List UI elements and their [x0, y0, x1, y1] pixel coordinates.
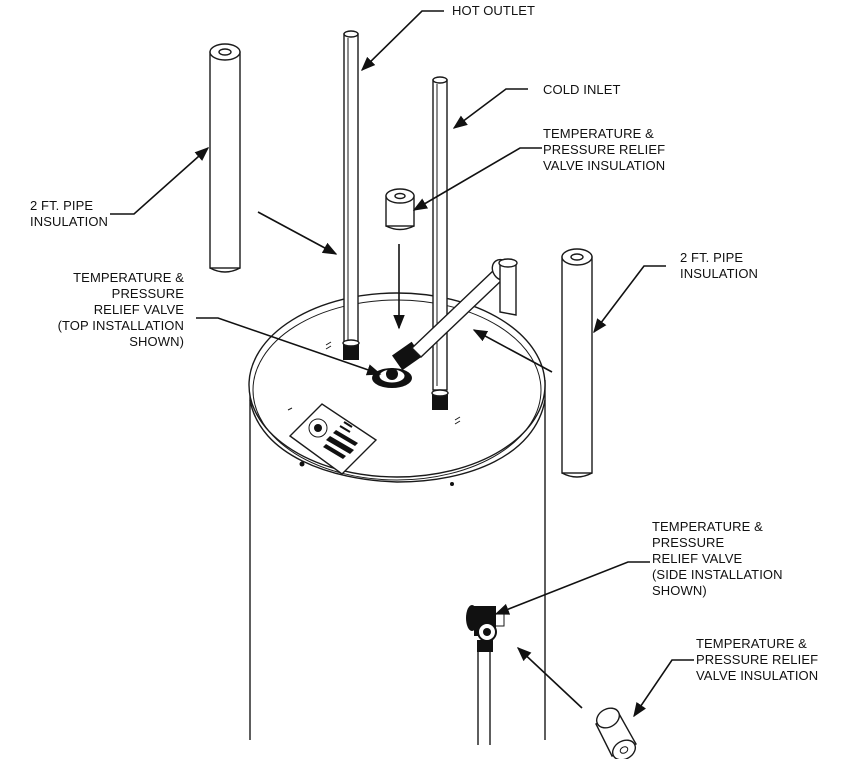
- tp-insulation-top-label: TEMPERATURE & PRESSURE RELIEF VALVE INSU…: [543, 126, 666, 173]
- pipe-insulation-left-label: 2 FT. PIPE INSULATION: [30, 198, 109, 229]
- pipe-insulation-right-label: 2 FT. PIPE INSULATION: [680, 250, 759, 281]
- tp-insulation-bottom-label: TEMPERATURE & PRESSURE RELIEF VALVE INSU…: [696, 636, 819, 683]
- tp-valve-insulation-top: [385, 188, 415, 231]
- cold-inlet-label: COLD INLET: [543, 82, 621, 97]
- hot-outlet-label: HOT OUTLET: [452, 3, 536, 18]
- rating-label: [288, 403, 378, 475]
- pipe-insulation-right: [561, 248, 593, 478]
- tp-valve-top-label: TEMPERATURE & PRESSURE RELIEF VALVE (TOP…: [57, 270, 184, 349]
- tp-valve-insulation-bottom: [595, 707, 637, 759]
- pipe-insulation-left: [209, 43, 241, 273]
- hot-outlet-pipe: [342, 30, 360, 360]
- leader-arrows: [110, 10, 694, 718]
- tp-relief-valve-side: [466, 605, 505, 745]
- cold-inlet-pipe: [431, 76, 449, 410]
- tp-valve-side-label: TEMPERATURE & PRESSURE RELIEF VALVE (SID…: [652, 519, 783, 598]
- tp-relief-valve-top: [372, 258, 518, 388]
